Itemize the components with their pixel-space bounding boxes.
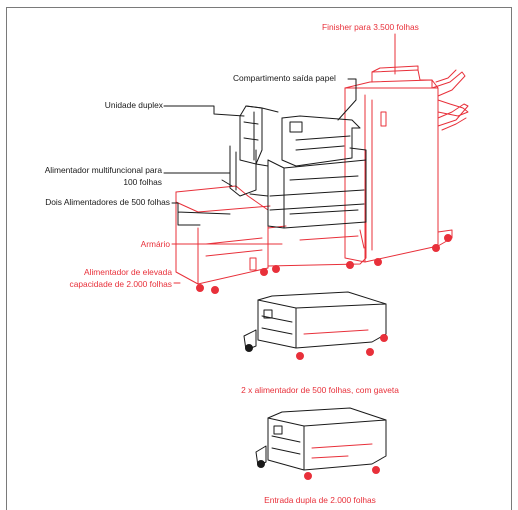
- hcf-drawing: [175, 185, 271, 294]
- option-500-label: 2 x alimentador de 500 folhas, com gavet…: [241, 385, 399, 395]
- leader-duplex: [163, 105, 245, 117]
- leader-lines: [163, 33, 396, 284]
- hcf-label-line2: capacidade de 2.000 folhas: [69, 279, 172, 289]
- leader-two-trays: [171, 202, 231, 226]
- hcf-label-line1: Alimentador de elevada: [84, 267, 172, 277]
- mpt-label-line2: 100 folhas: [123, 177, 162, 187]
- printer-drawing: [221, 105, 367, 229]
- leader-output-tray: [337, 78, 357, 121]
- two-trays-label: Dois Alimentadores de 500 folhas: [45, 197, 170, 207]
- finisher-label: Finisher para 3.500 folhas: [322, 22, 419, 32]
- output-tray-label: Compartimento saída papel: [233, 73, 336, 83]
- cabinet-label: Armário: [140, 239, 170, 249]
- duplex-label: Unidade duplex: [104, 100, 163, 110]
- option-tandem-drawing: [255, 407, 387, 480]
- mpt-label-line1: Alimentador multifuncional para: [44, 165, 162, 175]
- option-tandem-label: Entrada dupla de 2.000 folhas: [264, 495, 376, 505]
- diagram-frame: [6, 7, 512, 510]
- finisher-drawing: [344, 65, 469, 266]
- cabinet-drawing: [267, 221, 367, 273]
- option-500-drawing: [243, 291, 388, 360]
